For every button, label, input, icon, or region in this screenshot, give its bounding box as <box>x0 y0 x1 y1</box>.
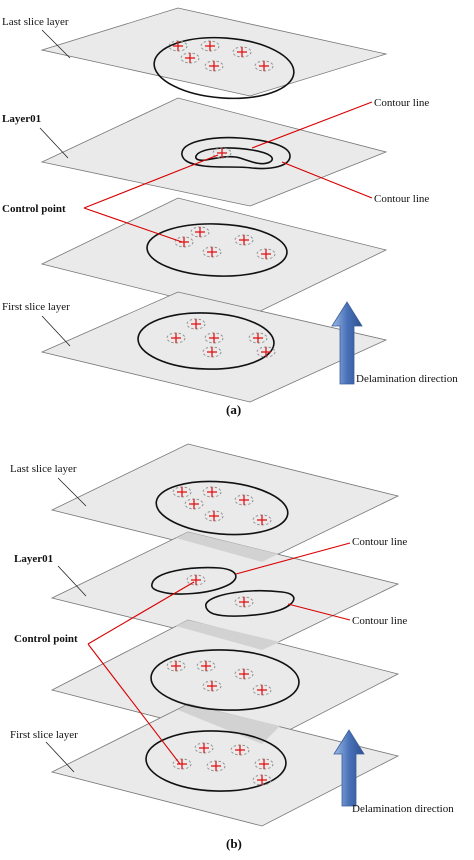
control-point <box>234 494 254 506</box>
control-point <box>186 318 206 330</box>
redline-a-cp2 <box>83 207 183 243</box>
control-point <box>252 774 272 786</box>
redline-b-contour1 <box>235 542 351 575</box>
control-point <box>172 758 192 770</box>
control-point <box>212 147 232 159</box>
contour-a-layer01-outer <box>181 136 291 170</box>
control-points-a-last <box>168 40 274 72</box>
contour-a-middle <box>146 223 288 277</box>
control-point <box>234 234 254 246</box>
redline-a-cp1 <box>83 154 219 209</box>
label-b-control-point: Control point <box>14 633 78 645</box>
control-point <box>186 574 206 586</box>
control-point <box>202 486 222 498</box>
control-point <box>204 332 224 344</box>
leader-a-layer01 <box>39 127 69 159</box>
overlap-b-1 <box>176 532 278 562</box>
leader-b-last <box>57 477 87 507</box>
leader-a-first <box>41 315 71 347</box>
caption-b: (b) <box>226 836 242 851</box>
control-point <box>256 248 276 260</box>
leader-b-first <box>45 741 75 773</box>
control-point <box>202 246 222 258</box>
label-b-delamination-direction: Delamination direction <box>352 803 454 815</box>
control-point <box>202 346 222 358</box>
layer-a-last <box>40 7 388 97</box>
label-b-last-slice-layer: Last slice layer <box>10 463 77 475</box>
contour-b-layer01-a <box>151 566 237 595</box>
delamination-arrow-b <box>333 729 365 807</box>
contour-b-first <box>145 730 287 792</box>
control-point <box>190 226 210 238</box>
contour-b-middle <box>150 649 300 711</box>
contour-a-first <box>137 312 275 370</box>
control-point <box>166 660 186 672</box>
caption-a: (a) <box>226 402 241 417</box>
control-point <box>194 742 214 754</box>
control-point <box>248 332 268 344</box>
control-point <box>184 498 204 510</box>
control-point <box>234 596 254 608</box>
panel-a: Last slice layer Layer01 Control point F… <box>2 7 458 417</box>
label-b-contour-line-2: Contour line <box>352 615 407 627</box>
control-point <box>252 684 272 696</box>
layer-b-first <box>50 703 400 827</box>
label-b-layer01: Layer01 <box>14 553 53 565</box>
control-point <box>254 758 274 770</box>
control-point <box>252 514 272 526</box>
control-point <box>202 680 222 692</box>
control-point <box>206 760 226 772</box>
layer-a-first <box>40 291 388 403</box>
label-a-control-point: Control point <box>2 203 66 215</box>
control-points-a-first <box>166 318 276 358</box>
label-a-delamination-direction: Delamination direction <box>356 373 458 385</box>
control-points-b-last <box>172 486 272 526</box>
control-point <box>172 486 192 498</box>
redline-b-cp2 <box>87 643 181 765</box>
contour-b-layer01-b <box>205 589 295 617</box>
contour-b-last <box>155 480 289 536</box>
control-point <box>180 52 200 64</box>
control-points-a-layer01 <box>212 147 232 159</box>
label-a-layer01: Layer01 <box>2 113 41 125</box>
redline-b-contour2 <box>287 603 351 621</box>
leader-a-last <box>41 29 71 59</box>
label-a-contour-line-2: Contour line <box>374 193 429 205</box>
control-point <box>168 40 188 52</box>
control-point <box>230 744 250 756</box>
overlap-b-2 <box>176 620 280 650</box>
control-point <box>166 332 186 344</box>
redline-a-contour1 <box>251 101 373 149</box>
control-points-b-layer01 <box>186 574 254 608</box>
control-point <box>204 60 224 72</box>
label-a-first-slice-layer: First slice layer <box>2 301 70 313</box>
redline-b-cp1 <box>87 581 195 645</box>
panel-b: Last slice layer Layer01 Control point F… <box>10 443 454 851</box>
overlap-b-3 <box>178 704 280 744</box>
control-point <box>254 60 274 72</box>
control-point <box>196 660 216 672</box>
delamination-arrow-a <box>331 301 363 385</box>
label-a-last-slice-layer: Last slice layer <box>2 16 69 28</box>
layer-a-layer01 <box>40 97 388 207</box>
redline-a-contour2 <box>281 161 373 199</box>
label-b-first-slice-layer: First slice layer <box>10 729 78 741</box>
leader-b-layer01 <box>57 565 87 597</box>
contour-a-last <box>153 36 295 100</box>
control-points-a-middle <box>174 226 276 260</box>
control-point <box>204 510 224 522</box>
control-points-b-middle <box>166 660 272 696</box>
control-points-b-first <box>172 742 274 786</box>
label-b-contour-line-1: Contour line <box>352 536 407 548</box>
control-point <box>232 46 252 58</box>
control-point <box>234 668 254 680</box>
label-a-contour-line-1: Contour line <box>374 97 429 109</box>
control-point <box>200 40 220 52</box>
control-point <box>256 346 276 358</box>
